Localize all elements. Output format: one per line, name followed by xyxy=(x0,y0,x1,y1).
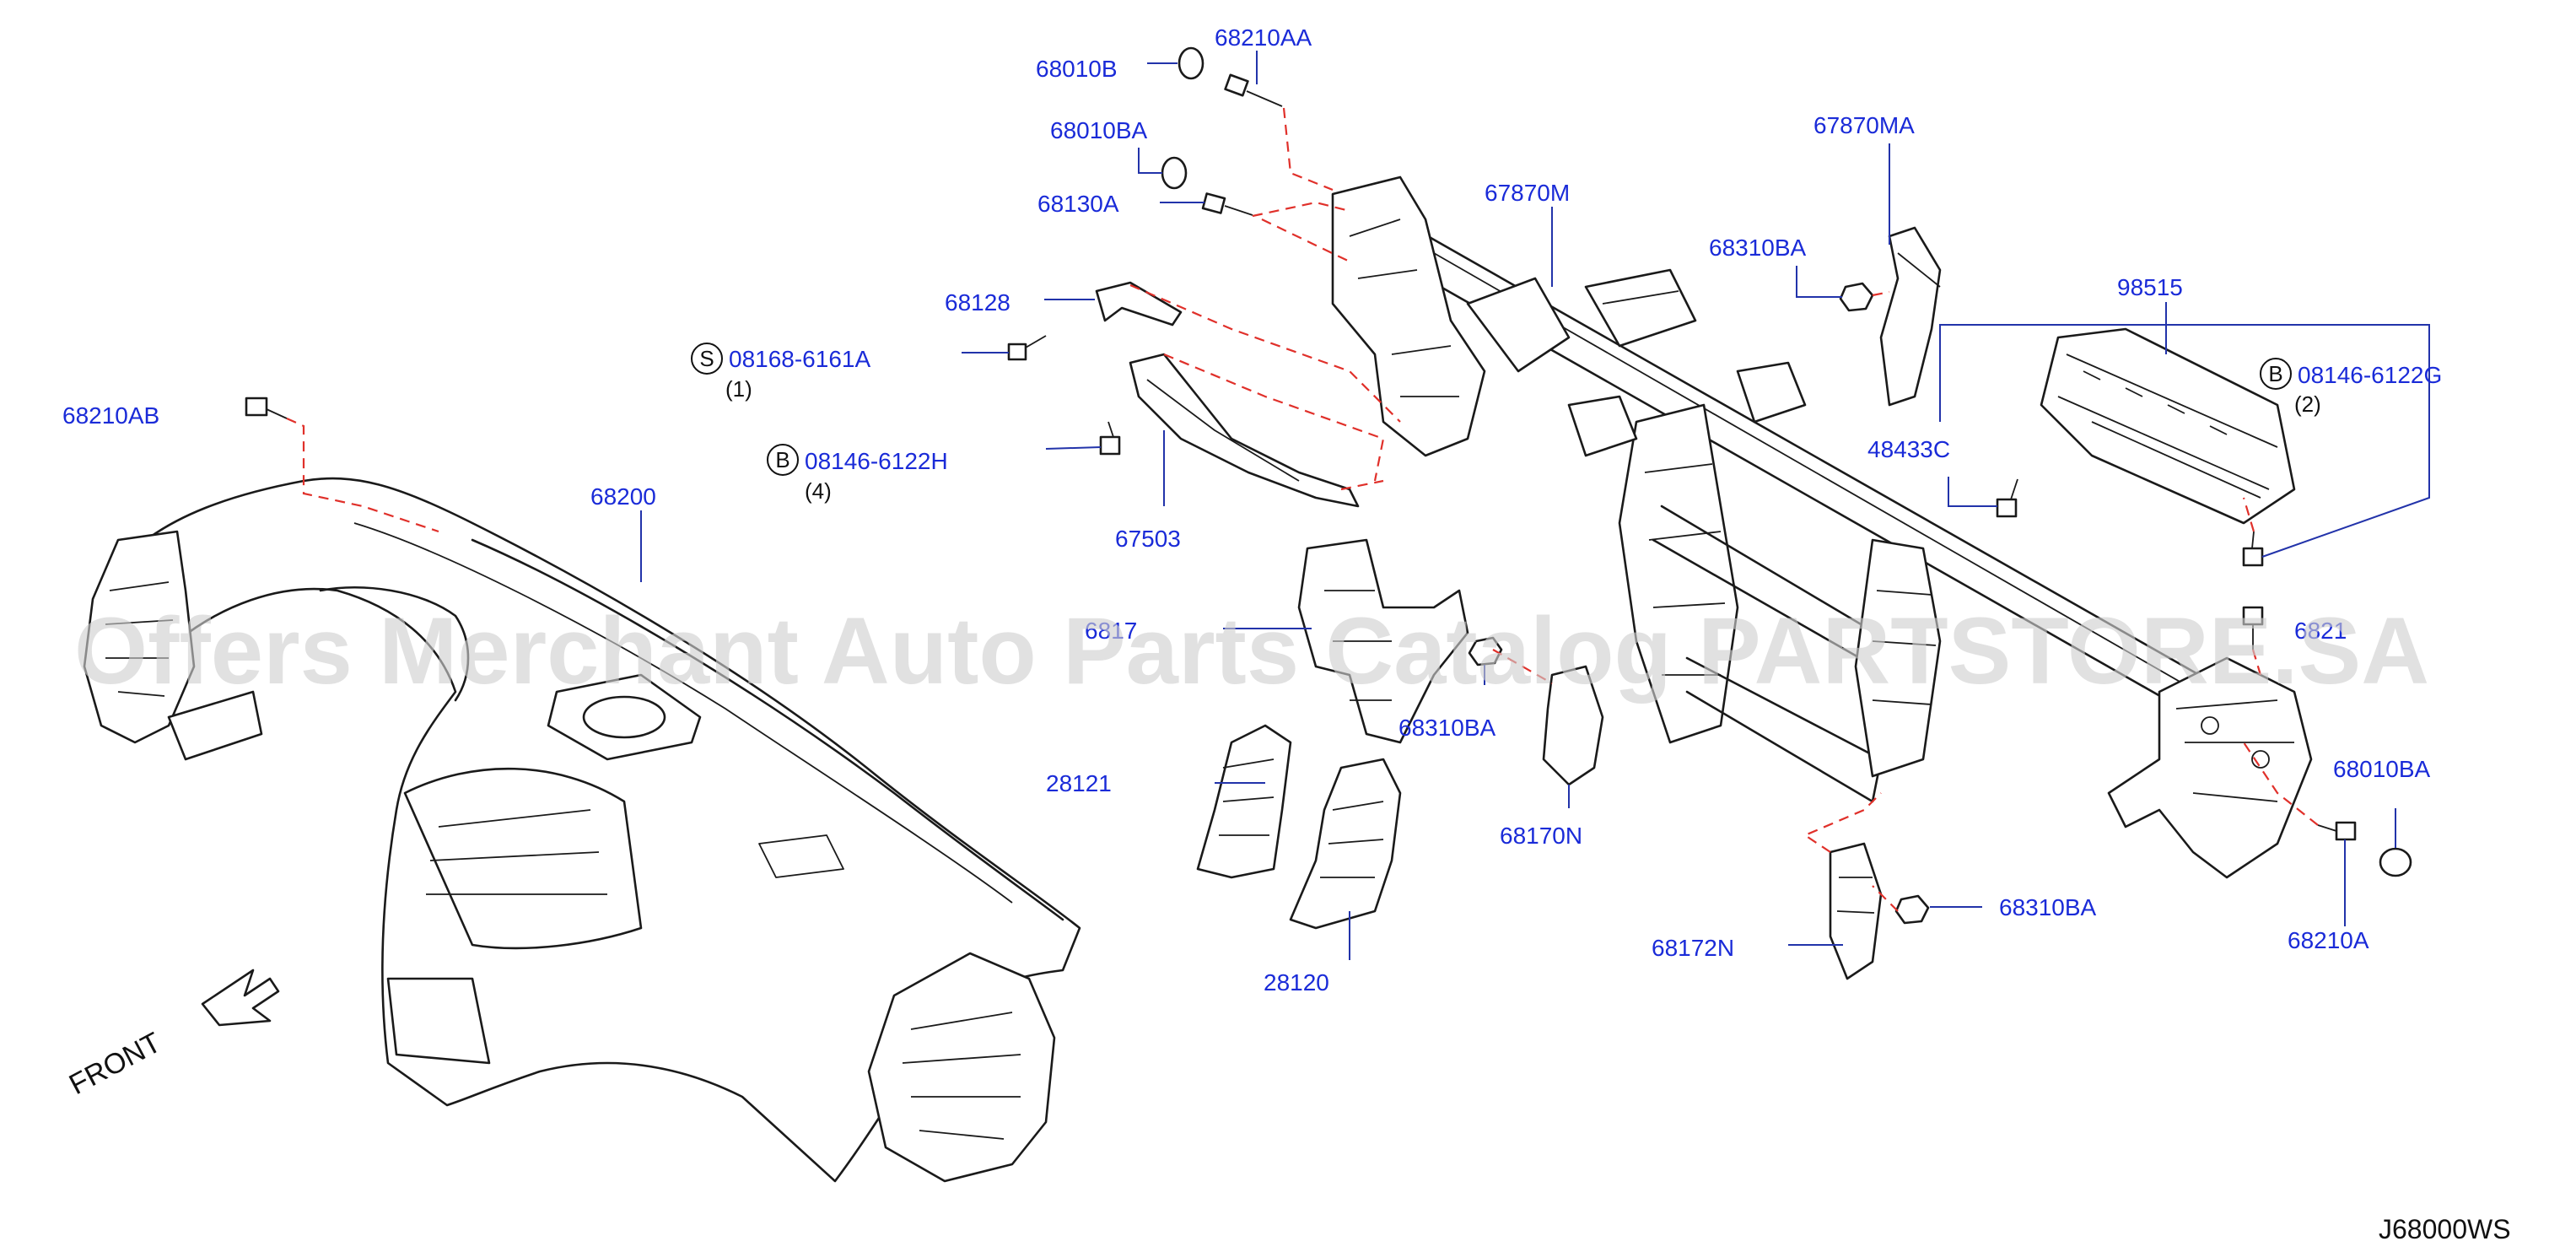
symbol-circle-s xyxy=(691,343,723,375)
symbol-b-g: B xyxy=(2268,361,2282,386)
front-label: FRONT xyxy=(64,1027,166,1102)
symbol-b-h: B xyxy=(775,447,790,472)
bracket-28120 xyxy=(1289,758,1402,930)
bolt-68210AB xyxy=(245,397,288,419)
symbol-circle-b-g xyxy=(2260,358,2292,390)
bolt-68130A xyxy=(1201,192,1253,216)
label-68200[interactable]: 68200 xyxy=(590,483,656,510)
label-68210AA[interactable]: 68210AA xyxy=(1215,24,1312,51)
label-68010B[interactable]: 68010B xyxy=(1036,56,1118,82)
grommet-68010B xyxy=(1178,46,1204,80)
bracket-68170N xyxy=(1542,665,1604,786)
label-28121[interactable]: 28121 xyxy=(1046,770,1112,796)
symbol-circle-b-h xyxy=(767,444,799,476)
leader-lines xyxy=(640,51,2430,960)
bracket-68172N xyxy=(1829,842,1883,980)
bolt-68210AA xyxy=(1224,73,1283,107)
label-68170N[interactable]: 68170N xyxy=(1500,823,1582,849)
label-68210AB[interactable]: 68210AB xyxy=(62,402,159,429)
bracket-67503 xyxy=(1129,353,1360,508)
bracket-6817x xyxy=(1297,538,1469,744)
label-67503[interactable]: 67503 xyxy=(1115,526,1181,552)
label-28120[interactable]: 28120 xyxy=(1264,969,1329,996)
label-68172N[interactable]: 68172N xyxy=(1652,935,1734,961)
label-68010BA-top[interactable]: 68010BA xyxy=(1050,117,1148,143)
label-68130A[interactable]: 68130A xyxy=(1037,191,1119,217)
drawing-code: J68000WS xyxy=(2379,1214,2511,1244)
nut-68310BA-mid xyxy=(1468,636,1503,666)
bracket-68128 xyxy=(1095,281,1183,326)
screw-08168 xyxy=(1007,335,1047,361)
nut-68310BA-bot xyxy=(1894,894,1930,925)
label-67870M[interactable]: 67870M xyxy=(1485,180,1570,206)
watermark: Offers Merchant Auto Parts Catalog PARTS… xyxy=(74,598,2429,704)
label-68010BA-right[interactable]: 68010BA xyxy=(2333,756,2431,782)
qty-08168: (1) xyxy=(725,376,752,402)
front-indicator: FRONT xyxy=(64,969,280,1102)
part-labels: 68010B 68210AA 68010BA 68130A 68128 0816… xyxy=(62,24,2442,996)
bolt-48433C xyxy=(1996,478,2018,518)
bolt-08146H xyxy=(1099,421,1121,456)
symbol-s: S xyxy=(699,346,714,371)
label-68210A[interactable]: 68210A xyxy=(2288,927,2369,953)
bracket-28121 xyxy=(1196,724,1292,879)
label-68310BA-mid[interactable]: 68310BA xyxy=(1398,715,1496,741)
label-67870MA[interactable]: 67870MA xyxy=(1813,112,1915,138)
bolt-08146G xyxy=(2242,531,2264,567)
bracket-67870MA xyxy=(1879,226,1942,407)
label-98515[interactable]: 98515 xyxy=(2117,274,2183,300)
nut-68310BA-top xyxy=(1839,282,1874,312)
label-68310BA-bot[interactable]: 68310BA xyxy=(1999,894,2097,920)
front-arrow-icon xyxy=(201,969,280,1027)
airbag-module-98515 xyxy=(2040,327,2296,525)
bolt-6821xA xyxy=(2242,606,2264,650)
label-08146-6122G[interactable]: 08146-6122G xyxy=(2298,362,2442,388)
label-08146-6122H[interactable]: 08146-6122H xyxy=(805,448,948,474)
bolt-68210A xyxy=(2317,821,2357,841)
label-6821xA[interactable]: 6821 xyxy=(2294,618,2347,644)
assembly-dashed-lines xyxy=(286,107,2319,912)
label-68310BA-top[interactable]: 68310BA xyxy=(1709,235,1807,261)
label-08168-6161A[interactable]: 08168-6161A xyxy=(729,346,870,372)
qty-08146H: (4) xyxy=(805,478,832,504)
steering-member-67870M xyxy=(1331,175,2313,879)
grommet-68010BA-right xyxy=(2379,847,2412,877)
label-68128[interactable]: 68128 xyxy=(945,289,1010,316)
grommet-68010BA-top xyxy=(1161,156,1188,190)
label-48433C[interactable]: 48433C xyxy=(1867,436,1950,462)
qty-08146G: (2) xyxy=(2294,391,2321,417)
dashboard-panel-68200 xyxy=(83,477,1081,1183)
label-6817x[interactable]: 6817 xyxy=(1085,618,1137,644)
